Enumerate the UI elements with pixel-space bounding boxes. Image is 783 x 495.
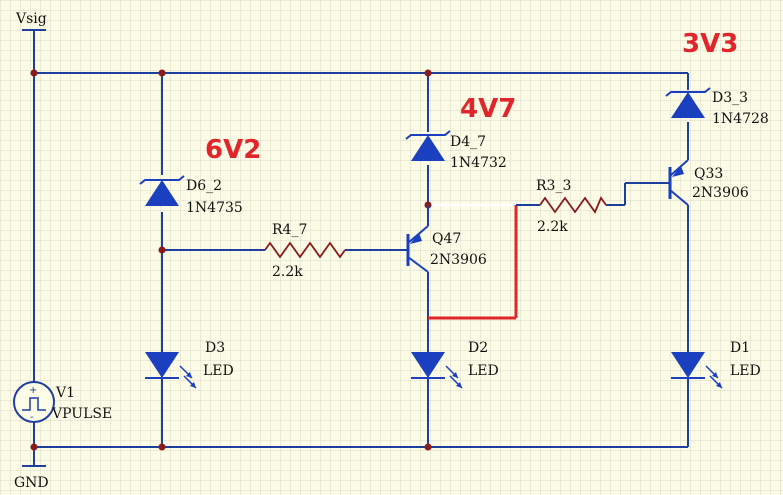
d2-type: LED [468, 363, 499, 379]
vsig-symbol: Vsig [15, 11, 47, 40]
d3-3-ref: D3_3 [712, 90, 748, 106]
v1-name: V1 [55, 385, 75, 401]
resistor-r3-3: R3_3 2.2k [536, 178, 607, 235]
junction-dot [158, 246, 166, 254]
v1-pulse-source: + - V1 VPULSE [13, 381, 112, 423]
junction-dot [30, 443, 38, 451]
junction-dot [424, 443, 432, 451]
d3-3-part: 1N4728 [712, 111, 769, 127]
resistor-r4-7: R4_7 2.2k [264, 222, 346, 280]
v1-type: VPULSE [51, 406, 112, 422]
d1-ref: D1 [730, 340, 750, 356]
gnd-symbol: GND [14, 465, 49, 491]
d6-2-part: 1N4735 [186, 200, 243, 216]
junction-dot [158, 69, 166, 77]
led-d1: D1 LED [671, 340, 761, 389]
svg-text:+: + [29, 385, 37, 396]
transistor-q33: Q33 2N3906 [658, 159, 749, 206]
voltage-label-3v3: 3V3 [682, 29, 738, 59]
r3-3-ref: R3_3 [536, 178, 571, 194]
d3-type: LED [203, 363, 234, 379]
voltage-label-6v2: 6V2 [205, 135, 261, 165]
led-d3: D3 LED [145, 340, 234, 389]
r4-7-ref: R4_7 [272, 222, 307, 238]
voltage-label-4v7: 4V7 [460, 94, 516, 124]
zener-d3-3: D3_3 1N4728 [665, 87, 769, 127]
d3-ref: D3 [205, 340, 225, 356]
d4-7-part: 1N4732 [450, 155, 507, 171]
junction-dot [424, 69, 432, 77]
zener-d6-2: D6_2 1N4735 [139, 175, 243, 216]
red-highlight-wire [428, 205, 518, 320]
junction-dot [30, 69, 38, 77]
r4-7-value: 2.2k [272, 264, 303, 280]
d4-7-ref: D4_7 [450, 134, 486, 150]
led-d2: D2 LED [411, 340, 499, 389]
zener-d4-7: D4_7 1N4732 [405, 130, 507, 171]
svg-text:-: - [30, 412, 34, 423]
gnd-label: GND [14, 475, 49, 491]
d1-type: LED [730, 363, 761, 379]
q47-ref: Q47 [432, 231, 461, 247]
q47-part: 2N3906 [430, 252, 487, 268]
transistor-q47: Q47 2N3906 [395, 205, 487, 273]
junction-dot [158, 443, 166, 451]
d6-2-ref: D6_2 [186, 178, 222, 194]
q33-ref: Q33 [694, 166, 723, 182]
d2-ref: D2 [468, 340, 488, 356]
q33-part: 2N3906 [692, 185, 749, 201]
vsig-label: Vsig [15, 11, 47, 27]
r3-3-value: 2.2k [537, 219, 568, 235]
